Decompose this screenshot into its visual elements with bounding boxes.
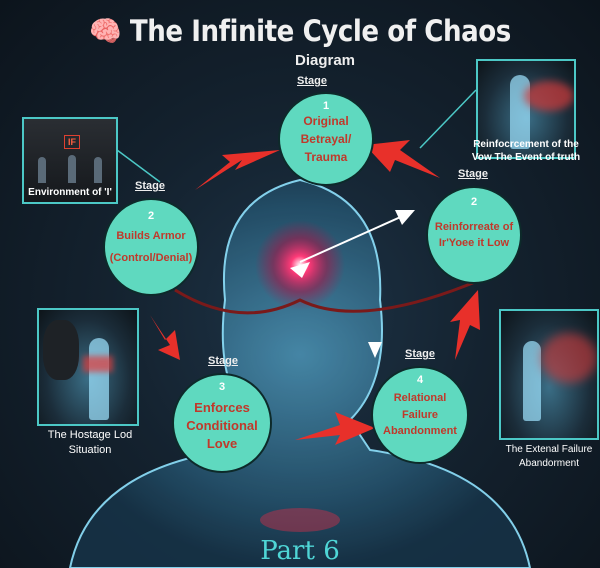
stage-4-circle[interactable]: 4 Relational Failure Abandonment	[371, 366, 469, 464]
stage-2-heading: Stage	[135, 180, 165, 192]
stage-2r-heading: Stage	[458, 168, 488, 180]
subtitle: Diagram	[294, 52, 356, 69]
page-title: 🧠 The Infinite Cycle of Chaos	[89, 14, 511, 48]
arrow-stage3-to-stage4	[295, 412, 375, 445]
stage-2-label: Builds Armor (Control/Denial)	[109, 230, 193, 264]
stage-3-number: 3	[218, 381, 226, 393]
stage-2r-label: Reinforreate of Ir'Yoee it Low	[434, 220, 514, 250]
stage-3-heading: Stage	[208, 355, 238, 367]
white-arrowhead-center	[290, 262, 310, 278]
hostage-caption: The Hostage Lod Situation	[47, 429, 133, 457]
environment-image: IF Environment of 'I'	[22, 117, 118, 204]
brain-icon: 🧠	[89, 14, 122, 48]
stage-3-circle[interactable]: 3 Enforces Conditional Love	[172, 373, 272, 473]
stage-1-label: Original Betrayal/ Trauma	[300, 114, 352, 164]
stage-3-label: Enforces Conditional Love	[186, 399, 258, 452]
if-sign: IF	[64, 135, 80, 149]
arrow-stage2-to-stage3	[150, 315, 180, 360]
stage-4-number: 4	[416, 374, 424, 386]
reinforcement-caption: Reinfocrcement of the Vow The Event of t…	[471, 139, 581, 163]
external-failure-image	[499, 309, 599, 440]
arrow-stage2r-to-stage1	[365, 140, 440, 178]
part-label: Part 6	[260, 536, 340, 566]
stage-4-label: Relational Failure Abandonment	[383, 392, 457, 438]
environment-caption: Environment of 'I'	[28, 186, 112, 198]
stage-1-heading: Stage	[297, 75, 327, 87]
white-arrowhead	[395, 210, 415, 225]
external-failure-caption: The Extenal Failure Abandorment	[505, 444, 593, 469]
stage-2r-circle[interactable]: 2 Reinforreate of Ir'Yoee it Low	[426, 186, 522, 284]
white-arrow-line	[299, 214, 406, 263]
arrow-stage4-to-stage2r	[450, 290, 480, 360]
stage-1-number: 1	[322, 100, 330, 112]
stage-2-number: 2	[147, 210, 155, 222]
arrow-stage1-to-stage2	[195, 150, 280, 190]
stage-2r-number: 2	[470, 196, 478, 208]
stage-2-circle[interactable]: 2 Builds Armor (Control/Denial)	[103, 198, 199, 296]
white-arrowhead-down	[368, 342, 382, 358]
stage-1-circle[interactable]: 1 Original Betrayal/ Trauma	[278, 92, 374, 186]
reinforcement-image	[476, 59, 576, 159]
hostage-image	[37, 308, 139, 426]
stage-4-heading: Stage	[405, 348, 435, 360]
